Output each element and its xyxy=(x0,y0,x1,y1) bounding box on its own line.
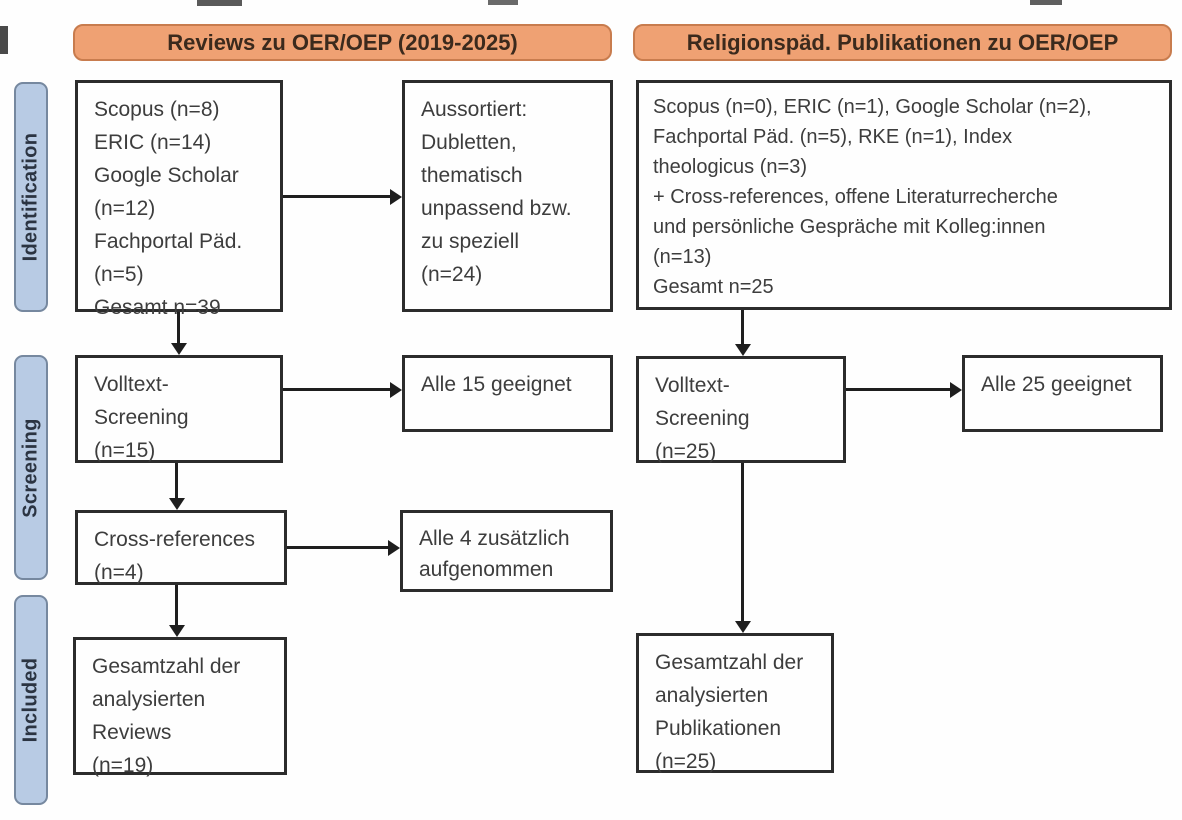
column-header-reviews: Reviews zu OER/OEP (2019-2025) xyxy=(73,24,612,61)
box-reviews-included-total: Gesamtzahl der analysierten Reviews (n=1… xyxy=(73,637,287,777)
box-religionspaed-sources: Scopus (n=0), ERIC (n=1), Google Scholar… xyxy=(636,80,1172,310)
box-reviews-fulltext-result-text: Alle 15 geeignet xyxy=(421,373,572,396)
stage-label-included: Included xyxy=(14,595,48,805)
box-reviews-excluded: Aussortiert: Dubletten, thematisch unpas… xyxy=(402,80,613,312)
box-religionspaed-sources-text: Scopus (n=0), ERIC (n=1), Google Scholar… xyxy=(653,96,1092,298)
arrow-religionspaed-fulltext-to-total xyxy=(741,463,744,622)
box-reviews-sources-text: Scopus (n=8) ERIC (n=14) Google Scholar … xyxy=(94,98,243,319)
arrow-reviews-fulltext-to-crossrefs xyxy=(175,463,178,499)
box-reviews-fulltext-screening: Volltext- Screening (n=15) xyxy=(75,355,283,463)
box-reviews-sources: Scopus (n=8) ERIC (n=14) Google Scholar … xyxy=(75,80,283,319)
scan-artifact xyxy=(197,0,242,6)
arrow-reviews-sources-to-excluded xyxy=(283,195,391,198)
arrow-crossrefs-to-total xyxy=(175,585,178,626)
scan-artifact xyxy=(1030,0,1062,5)
arrow-religionspaed-fulltext-to-result xyxy=(846,388,951,391)
box-religionspaed-fulltext-result-text: Alle 25 geeignet xyxy=(981,373,1132,396)
box-cross-references-result-text: Alle 4 zusätzlich aufgenommen xyxy=(419,527,570,581)
box-religionspaed-included-total-text: Gesamtzahl der analysierten Publikatione… xyxy=(655,651,804,773)
box-religionspaed-fulltext-screening-text: Volltext- Screening (n=25) xyxy=(655,374,750,463)
box-religionspaed-fulltext-result: Alle 25 geeignet xyxy=(962,355,1163,432)
box-reviews-excluded-text: Aussortiert: Dubletten, thematisch unpas… xyxy=(421,98,572,286)
box-cross-references-text: Cross-references (n=4) xyxy=(94,528,256,584)
stage-label-identification-text: Identification xyxy=(19,132,42,262)
column-header-religionspaed-label: Religionspäd. Publikationen zu OER/OEP xyxy=(686,29,1119,55)
box-cross-references-result: Alle 4 zusätzlich aufgenommen xyxy=(400,510,613,592)
box-cross-references: Cross-references (n=4) xyxy=(75,510,287,585)
column-header-reviews-label: Reviews zu OER/OEP (2019-2025) xyxy=(167,29,518,55)
box-reviews-fulltext-screening-text: Volltext- Screening (n=15) xyxy=(94,373,189,462)
stage-label-screening: Screening xyxy=(14,355,48,580)
arrow-crossrefs-to-result xyxy=(287,546,389,549)
arrow-reviews-sources-to-fulltext xyxy=(177,312,180,344)
scan-artifact xyxy=(0,26,8,54)
arrow-reviews-fulltext-to-result xyxy=(283,388,391,391)
box-religionspaed-fulltext-screening: Volltext- Screening (n=25) xyxy=(636,356,846,463)
stage-label-identification: Identification xyxy=(14,82,48,312)
stage-label-screening-text: Screening xyxy=(19,417,42,518)
box-religionspaed-included-total: Gesamtzahl der analysierten Publikatione… xyxy=(636,633,834,773)
box-reviews-included-total-text: Gesamtzahl der analysierten Reviews (n=1… xyxy=(92,655,241,777)
box-reviews-fulltext-result: Alle 15 geeignet xyxy=(402,355,613,432)
arrow-religionspaed-sources-to-fulltext xyxy=(741,310,744,345)
scan-artifact xyxy=(488,0,518,5)
column-header-religionspaed: Religionspäd. Publikationen zu OER/OEP xyxy=(633,24,1172,61)
stage-label-included-text: Included xyxy=(19,657,42,743)
